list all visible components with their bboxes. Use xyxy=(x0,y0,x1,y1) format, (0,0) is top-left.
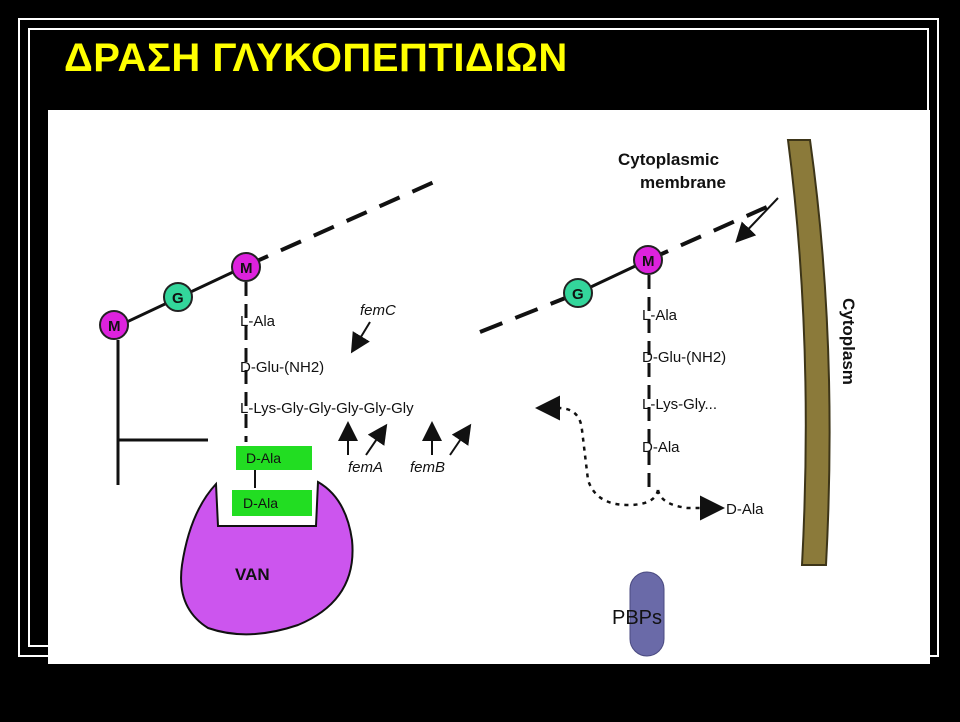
d-ala-2-label: D-Ala xyxy=(243,495,278,511)
left-l-ala: L-Ala xyxy=(240,313,276,330)
cytoplasm-label: Cytoplasm xyxy=(839,298,858,385)
slide-title: ΔΡΑΣΗ ΓΛΥΚΟΠΕΠΤΙΔΙΩΝ xyxy=(64,36,568,80)
right-d-ala: D-Ala xyxy=(642,439,680,456)
left-g-label: G xyxy=(172,290,184,307)
dotted-transfer-path xyxy=(535,395,660,507)
d-ala-box-2 xyxy=(232,490,312,516)
dotted-release-path xyxy=(656,489,725,521)
peptidoglycan-diagram: Cytoplasmic membrane Cytoplasm M G M L-A… xyxy=(99,139,858,657)
membrane-label-line2: membrane xyxy=(640,173,726,192)
fema-arrow-2 xyxy=(365,423,388,456)
left-l-lys-gly-bridge: L-Lys-Gly-Gly-Gly-Gly-Gly xyxy=(240,400,414,417)
released-d-ala: D-Ala xyxy=(726,501,764,518)
left-glycan-dashed xyxy=(247,176,444,267)
right-glycan-dashed xyxy=(479,291,579,334)
right-m-node xyxy=(633,245,663,275)
cytoplasmic-membrane xyxy=(786,139,831,566)
van-label: VAN xyxy=(235,565,270,584)
right-d-glu: D-Glu-(NH2) xyxy=(642,349,726,366)
left-d-glu: D-Glu-(NH2) xyxy=(240,359,324,376)
left-m1-node xyxy=(99,310,129,340)
left-m2-label: M xyxy=(240,260,253,277)
femc-arrow xyxy=(350,321,371,354)
pbps-shape xyxy=(629,571,665,657)
vancomycin-shape xyxy=(180,480,354,636)
right-l-ala: L-Ala xyxy=(642,307,678,324)
fema-label: femA xyxy=(348,459,383,476)
right-m-label: M xyxy=(642,253,655,270)
diagram-panel: Cytoplasmic membrane Cytoplasm M G M L-A… xyxy=(48,110,930,664)
left-g-node xyxy=(163,282,193,312)
membrane-label-line1: Cytoplasmic xyxy=(618,150,719,169)
right-l-lys-gly: L-Lys-Gly... xyxy=(642,396,717,413)
d-ala-1-label: D-Ala xyxy=(246,450,281,466)
femb-label: femB xyxy=(410,459,445,476)
right-glycan-dashed-upper xyxy=(647,200,779,262)
femb-arrow-2 xyxy=(449,423,472,456)
right-g-label: G xyxy=(572,286,584,303)
pbps-label: PBPs xyxy=(612,607,662,629)
left-m2-node xyxy=(231,252,261,282)
femc-label: femC xyxy=(360,302,396,319)
left-m1-label: M xyxy=(108,318,121,335)
membrane-pointer xyxy=(735,197,779,243)
right-g-node xyxy=(563,278,593,308)
d-ala-box-1 xyxy=(236,446,312,470)
